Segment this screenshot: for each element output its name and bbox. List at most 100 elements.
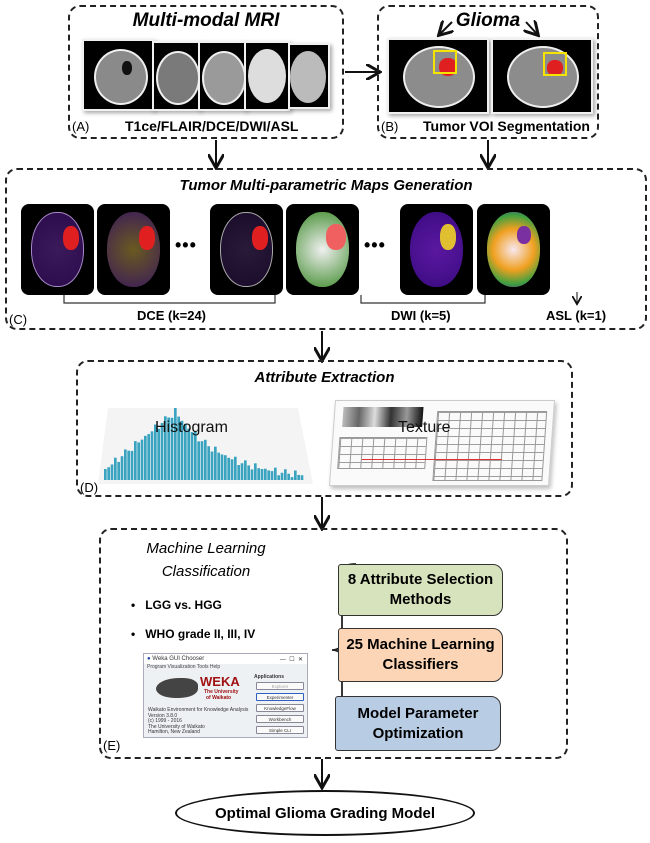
histogram-bar <box>207 446 210 480</box>
histogram-bar <box>197 441 200 480</box>
panel-d-title: Attribute Extraction <box>254 369 395 386</box>
histogram-bar <box>227 457 230 480</box>
panel-e-title-line2: Classification <box>161 563 251 580</box>
weka-info: Waikato Environment for Knowledge Analys… <box>148 707 249 735</box>
histogram-bar <box>260 468 264 480</box>
histogram-bar <box>114 457 117 480</box>
texture-link-line <box>361 459 502 460</box>
histogram-bar <box>174 408 177 480</box>
panel-parametric-maps: Tumor Multi-parametric Maps Generation •… <box>5 168 647 330</box>
mri-image-flair <box>152 41 200 111</box>
histogram-bar <box>284 469 287 480</box>
dce-caption: DCE (k=24) <box>137 308 206 323</box>
histogram-bar <box>170 417 174 480</box>
histogram-bar <box>230 459 234 480</box>
histogram-bar <box>120 456 124 480</box>
panel-a-label: (A) <box>72 119 90 134</box>
histogram-bar <box>137 442 140 480</box>
histogram-bar <box>217 452 220 480</box>
mri-image-dce <box>198 41 246 111</box>
histogram-bar <box>187 428 190 480</box>
panel-c-label: (C) <box>9 312 28 327</box>
histogram-bar <box>257 468 260 480</box>
histogram-bar <box>167 417 170 480</box>
mri-image-asl <box>288 43 330 109</box>
dce-map-24 <box>210 204 283 295</box>
optimal-model-output: Optimal Glioma Grading Model <box>175 790 475 836</box>
weka-bird-icon <box>156 678 198 698</box>
histogram-bar <box>160 423 164 480</box>
histogram-bar <box>210 451 214 480</box>
histogram-bar <box>190 432 194 480</box>
panel-multimodal-mri: Multi-modal MRI (A) T1ce/FLAIR/DCE/DWI/A… <box>68 5 344 139</box>
histogram-bar <box>177 416 180 480</box>
histogram-bar <box>154 424 157 480</box>
panel-attribute-extraction: Attribute Extraction Histogram Texture (… <box>76 360 573 497</box>
asl-map <box>477 204 550 295</box>
segmentation-image-1 <box>387 38 489 114</box>
texture-figure <box>328 400 556 486</box>
histogram-bar <box>184 423 187 480</box>
dwi-caption: DWI (k=5) <box>391 308 451 323</box>
weka-logo-icon: ● <box>147 656 153 662</box>
panel-d-label: (D) <box>80 480 99 495</box>
dwi-ellipsis: ••• <box>364 235 386 255</box>
panel-c-title: Tumor Multi-parametric Maps Generation <box>179 177 473 194</box>
weka-gui-chooser: ● Weka GUI Chooser— ☐ ✕ Program Visualiz… <box>143 653 308 738</box>
histogram-bar <box>104 469 107 480</box>
histogram-bar <box>110 464 114 480</box>
histogram-bar <box>200 441 204 480</box>
histogram-bar <box>157 428 160 480</box>
weka-knowledgeflow-button[interactable]: KnowledgeFlow <box>256 704 304 712</box>
weka-experimenter-button[interactable]: Experimenter <box>256 693 304 701</box>
histogram-bar <box>214 446 217 480</box>
dce-ellipsis: ••• <box>175 235 197 255</box>
panel-a-caption: T1ce/FLAIR/DCE/DWI/ASL <box>125 118 299 134</box>
weka-simple-cli-button[interactable]: Simple CLI <box>256 726 304 734</box>
histogram-bar <box>134 441 137 480</box>
histogram-bar <box>130 450 134 480</box>
texture-ref-grid <box>337 437 428 469</box>
histogram-bar <box>127 450 130 480</box>
panel-b-label: (B) <box>381 119 399 134</box>
histogram-bar <box>180 420 184 480</box>
histogram-bar <box>240 463 244 480</box>
histogram-bar <box>274 467 277 480</box>
histogram-bar <box>297 474 300 480</box>
dce-map-2 <box>97 204 170 295</box>
dwi-map-5 <box>400 204 473 295</box>
histogram-bar <box>107 467 110 480</box>
histogram-bar <box>164 416 167 480</box>
histogram-label: Histogram <box>155 419 228 436</box>
roi-box-2 <box>543 52 567 76</box>
weka-explorer-button[interactable]: Explorer <box>256 682 304 690</box>
histogram-bar <box>144 435 147 480</box>
panel-e-label: (E) <box>103 738 121 753</box>
weka-logo: WEKA <box>200 674 240 689</box>
mri-image-t1ce <box>82 39 154 111</box>
panel-b-caption: Tumor VOI Segmentation <box>423 118 590 134</box>
histogram-bar <box>270 471 274 480</box>
histogram-bar <box>204 439 207 480</box>
histogram-bar <box>147 434 150 480</box>
bullet-lgg-hgg: • LGG vs. HGG <box>131 598 222 612</box>
panel-e-title-line1: Machine Learning <box>146 540 266 557</box>
histogram-bar <box>140 439 144 480</box>
histogram-bar <box>220 454 224 480</box>
histogram-bar <box>250 469 254 480</box>
histogram-bar <box>117 461 120 480</box>
texture-label: Texture <box>398 419 451 436</box>
weka-workbench-button[interactable]: Workbench <box>256 715 304 723</box>
dce-map-1 <box>21 204 94 295</box>
mri-image-dwi <box>244 41 290 111</box>
panel-b-title: Glioma <box>455 10 521 31</box>
segmentation-image-2 <box>491 38 593 114</box>
roi-box-1 <box>433 50 457 74</box>
histogram-bar <box>244 460 247 480</box>
panel-ml-classification: Machine Learning Classification • LGG vs… <box>99 528 568 759</box>
histogram-bar <box>267 470 270 480</box>
histogram-bar <box>124 449 127 480</box>
histogram-bar <box>247 465 250 480</box>
